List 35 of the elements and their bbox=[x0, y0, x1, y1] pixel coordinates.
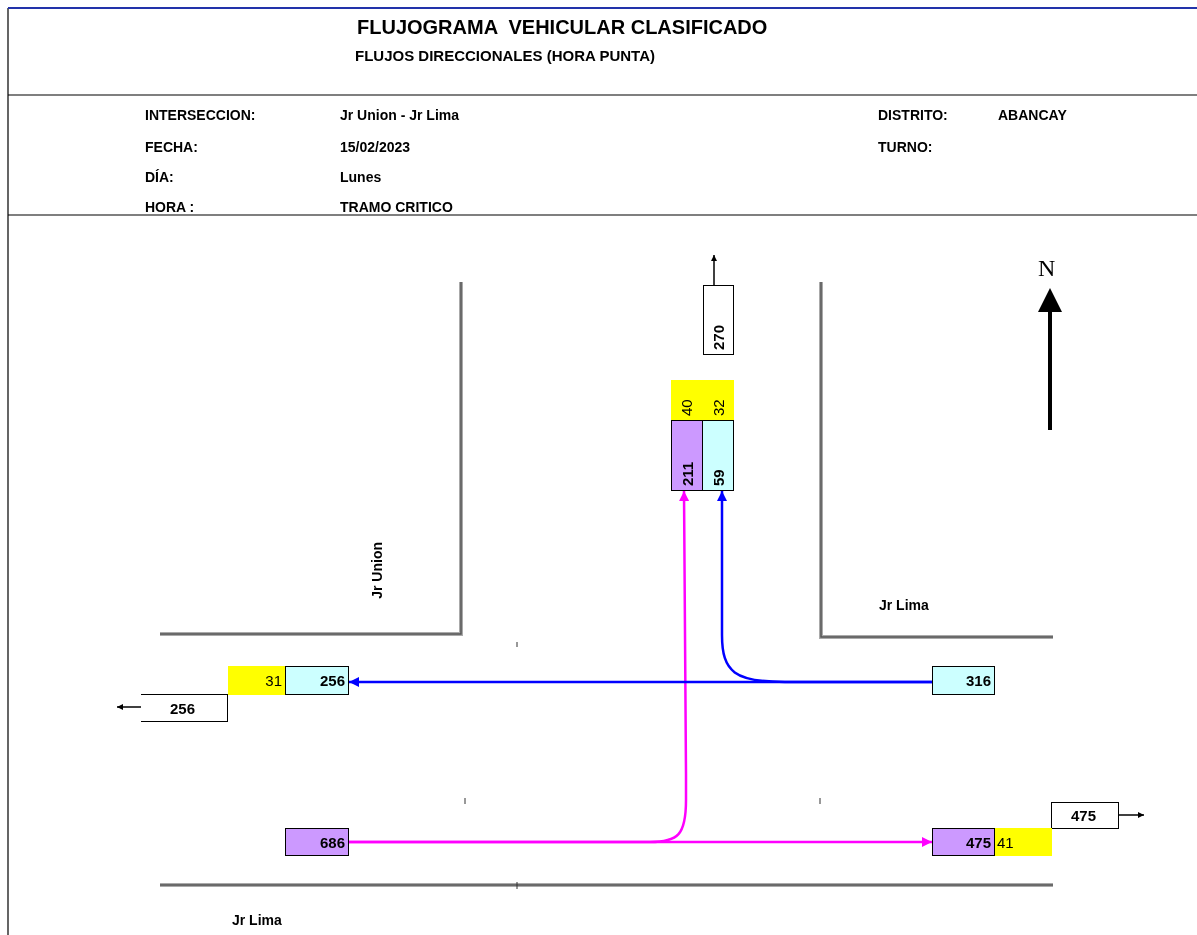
count-box: 686 bbox=[285, 828, 349, 856]
count-box: 475 bbox=[932, 828, 995, 856]
field-label: DISTRITO: bbox=[878, 108, 948, 122]
count-box: 316 bbox=[932, 666, 995, 695]
field-value: ABANCAY bbox=[998, 108, 1067, 122]
flow-arrow bbox=[711, 254, 717, 286]
street-name: Jr Union bbox=[370, 542, 384, 599]
field-label: FECHA: bbox=[145, 140, 198, 154]
count-box: 256 bbox=[141, 694, 228, 722]
count-box: 41 bbox=[995, 828, 1052, 856]
diagram-subtitle: FLUJOS DIRECCIONALES (HORA PUNTA) bbox=[355, 48, 655, 63]
count-box: 31 bbox=[228, 666, 285, 695]
count-box: 59 bbox=[702, 420, 734, 491]
count-box: 475 bbox=[1051, 802, 1119, 829]
field-value: TRAMO CRITICO bbox=[340, 200, 453, 214]
diagram-title: FLUJOGRAMA VEHICULAR CLASIFICADO bbox=[357, 17, 768, 37]
street-name: Jr Lima bbox=[879, 598, 929, 612]
flow-arrow bbox=[1118, 812, 1145, 818]
field-label: INTERSECCION: bbox=[145, 108, 256, 122]
north-label: N bbox=[1038, 256, 1056, 280]
field-label: HORA : bbox=[145, 200, 195, 214]
field-value: Jr Union - Jr Lima bbox=[340, 108, 460, 122]
field-label: DÍA: bbox=[145, 170, 174, 184]
flow-arrow bbox=[349, 491, 690, 844]
flow-arrow bbox=[717, 491, 932, 684]
field-label: TURNO: bbox=[878, 140, 933, 154]
street-name: Jr Lima bbox=[232, 913, 282, 927]
count-box: 32 bbox=[702, 380, 734, 420]
field-value: 15/02/2023 bbox=[340, 140, 411, 154]
count-box: 40 bbox=[671, 380, 702, 420]
flow-arrow bbox=[116, 704, 142, 710]
field-value: Lunes bbox=[340, 170, 382, 184]
count-box: 211 bbox=[671, 420, 703, 491]
count-box: 270 bbox=[703, 285, 734, 355]
count-box: 256 bbox=[285, 666, 349, 695]
